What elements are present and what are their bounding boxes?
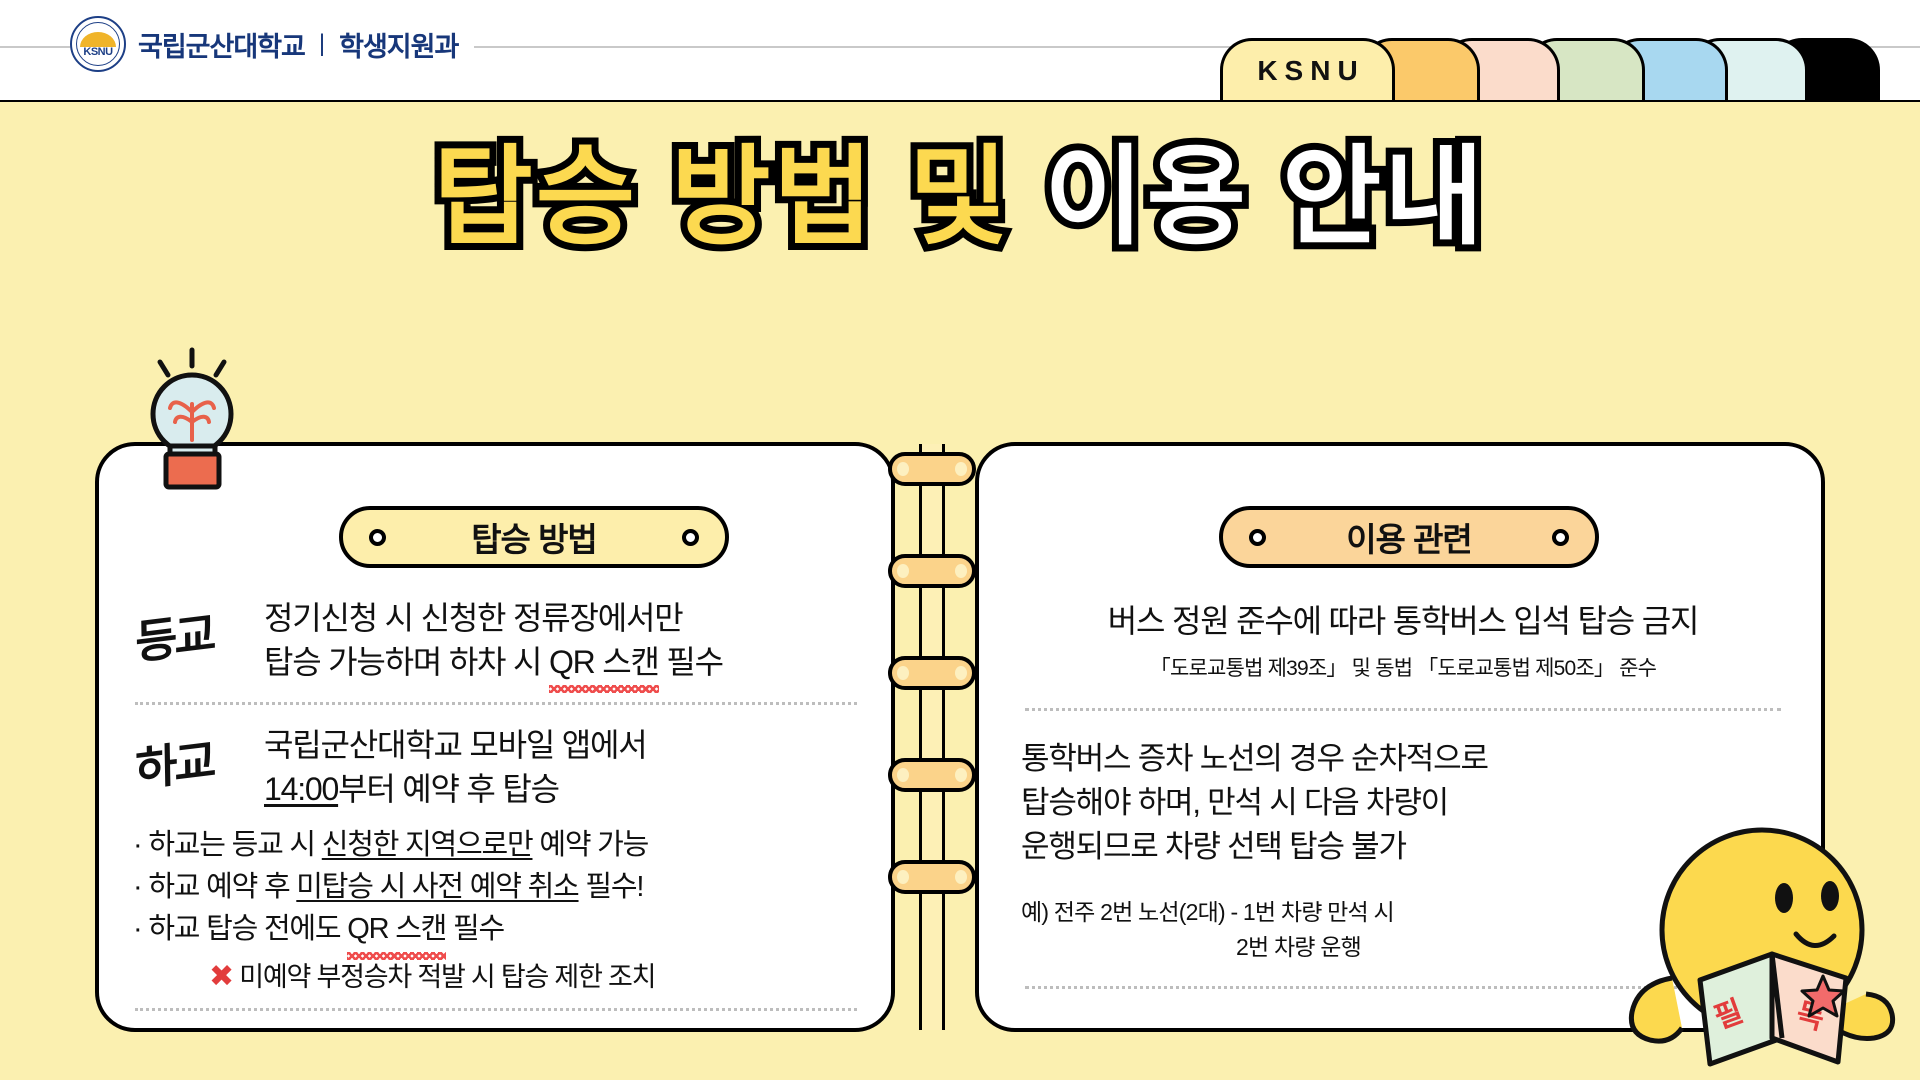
star-sticker-icon [1800,974,1846,1018]
bullet-2-emph: 미탑승 시 사전 예약 취소 [296,870,579,903]
list-item: · 하교 탑승 전에도 QR 스캔 필수 [129,908,863,950]
standing-rule-heading: 버스 정원 준수에 따라 통학버스 입석 탑승 금지 [1107,603,1700,639]
commute-out-line-2b: 부터 예약 후 탑승 [338,771,560,808]
commute-in-body: 정기신청 시 신청한 정류장에서만 탑승 가능하며 하차 시 QR 스캔 필수 [264,596,863,684]
tab-ksnu: KSNU [1220,38,1395,100]
commute-in-line-2a: 탑승 가능하며 하차 시 [264,644,549,681]
badge-hole-left-icon [369,529,386,546]
badge-hole-right-icon [1552,529,1569,546]
commute-out-body: 국립군산대학교 모바일 앱에서 14:00부터 예약 후 탑승 [264,723,863,811]
spiral-ring-icon [888,656,976,690]
commute-out-line-2: 14:00부터 예약 후 탑승 [264,767,863,811]
bullet-1-prefix: · 하교는 등교 시 [133,828,322,861]
notebook-spine [919,444,945,1030]
brand-lockup: KSNU 국립군산대학교 | 학생지원과 [70,12,475,76]
left-page-content: 등교 정기신청 시 신청한 정류장에서만 탑승 가능하며 하차 시 QR 스캔 … [129,596,863,1029]
university-name: 국립군산대학교 [138,31,306,62]
right-panel-badge: 이용 관련 [1219,506,1599,568]
page-header: KSNU 국립군산대학교 | 학생지원과 KSNU [0,0,1920,100]
spiral-ring-icon [888,554,976,588]
commute-in-line-2c: 필수 [658,644,724,681]
extra-bus-example: 예) 전주 2번 노선(2대) - 1번 차량 만석 시 2번 차량 운행 [1021,895,1785,964]
bullet-3-suffix: 필수 [446,913,505,946]
tab-ksnu-label: KSNU [1257,54,1365,86]
list-item: · 하교 예약 후 미탑승 시 사전 예약 취소 필수! [129,866,863,908]
department-name: 학생지원과 [339,31,459,62]
commute-in-qr-emphasis: QR 스캔 [549,640,660,684]
commute-in-line-2: 탑승 가능하며 하차 시 QR 스캔 필수 [264,640,863,684]
badge-hole-left-icon [1249,529,1266,546]
right-divider-1 [1025,708,1781,711]
left-divider-1 [135,702,857,706]
extra-bus-line-2: 탑승해야 하며, 만석 시 다음 차량이 [1021,785,1449,821]
spiral-ring-icon [888,860,976,894]
brand-separator: | [318,30,326,57]
standing-rule-legal-note: 「도로교통법 제39조」 및 동법 「도로교통법 제50조」 준수 [1149,657,1657,680]
badge-hole-right-icon [682,529,699,546]
bullet-1-emph: 신청한 지역으로만 [321,828,534,861]
right-divider-2 [1025,986,1781,990]
warning-mark-icon: ✖ [209,959,234,993]
seal-label: KSNU [83,46,113,58]
left-panel-badge: 탑승 방법 [339,506,729,568]
seal-arc [80,32,116,47]
example-line-2: 2번 차량 운행 [1236,933,1362,960]
extra-bus-line-1: 통학버스 증차 노선의 경우 순차적으로 [1021,741,1489,776]
bullet-3-prefix: · 하교 탑승 전에도 [133,913,348,946]
commute-in-tag: 등교 [134,607,214,669]
title-part-1: 탑승 방법 및 [426,133,1045,260]
extra-bus-rule: 통학버스 증차 노선의 경우 순차적으로 탑승해야 하며, 만석 시 다음 차량… [1021,737,1785,869]
left-page: 탑승 방법 등교 정기신청 시 신청한 정류장에서만 탑승 가능하며 하차 시 … [95,442,895,1032]
reservation-time: 14:00 [264,771,339,808]
list-item: · 하교는 등교 시 신청한 지역으로만 예약 가능 [129,824,863,866]
university-seal-icon: KSNU [70,16,126,72]
commute-out-tag: 하교 [134,734,214,797]
warning-note-text: 미예약 부정승차 적발 시 탑승 제한 조치 [239,961,656,992]
bullet-1-suffix: 예약 가능 [532,828,649,861]
lightbulb-icon [130,342,255,492]
page-title: 탑승 방법 및 이용 안내 [0,133,1920,260]
left-badge-label: 탑승 방법 [471,521,598,558]
left-divider-2 [135,1007,857,1011]
spiral-ring-icon [888,758,976,792]
mascot-character: 필 독 [1580,780,1910,1070]
title-part-2: 이용 안내 [1037,133,1490,260]
header-divider [0,46,1920,48]
spiral-ring-icon [888,452,976,486]
boarding-block-commute-in: 등교 정기신청 시 신청한 정류장에서만 탑승 가능하며 하차 시 QR 스캔 … [129,596,863,684]
right-badge-label: 이용 관련 [1346,521,1473,558]
extra-bus-line-3: 운행되므로 차량 선택 탑승 불가 [1021,829,1407,865]
poster-body: 탑승 방법 및 이용 안내 탑승 방법 등교 정기신청 시 신청한 정류장에서만… [0,97,1920,1080]
bullet-2-suffix: 필수! [578,870,644,903]
example-line-1: 예) 전주 2번 노선(2대) - 1번 차량 만석 시 [1021,899,1395,926]
commute-out-line-1: 국립군산대학교 모바일 앱에서 [264,727,648,764]
right-page-content: 버스 정원 준수에 따라 통학버스 입석 탑승 금지 「도로교통법 제39조」 … [1021,596,1785,990]
bullet-2-prefix: · 하교 예약 후 [133,870,297,903]
boarding-block-commute-out: 하교 국립군산대학교 모바일 앱에서 14:00부터 예약 후 탑승 [129,723,863,811]
commute-in-line-1: 정기신청 시 신청한 정류장에서만 [264,600,684,636]
warning-note: ✖ 미예약 부정승차 적발 시 탑승 제한 조치 [129,955,863,994]
bullet-3-emph: QR 스캔 [347,908,447,950]
